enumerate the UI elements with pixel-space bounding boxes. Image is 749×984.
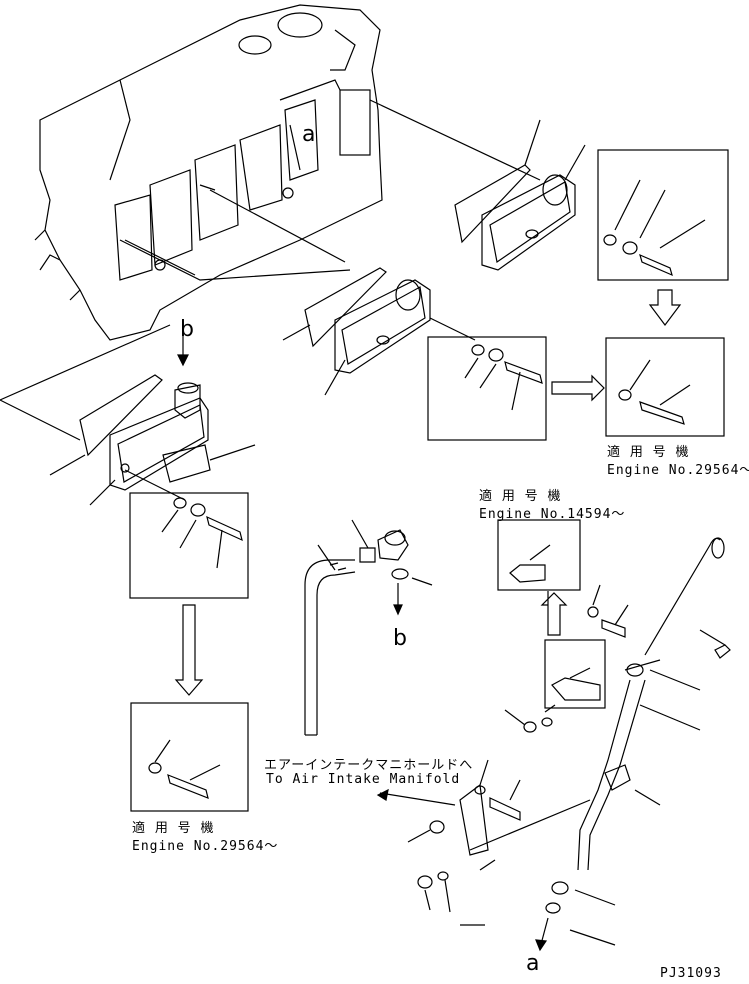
ref-line [124, 469, 186, 501]
detail-box [129, 492, 249, 599]
washer-bolt-set [618, 359, 691, 425]
air-intake-en: To Air Intake Manifold [266, 772, 461, 787]
bracket [509, 544, 551, 583]
engine-block [34, 4, 383, 341]
ref-line [124, 239, 196, 276]
detail-box [597, 149, 729, 281]
washer-bolt-set [161, 497, 243, 569]
detail-box [605, 337, 725, 437]
note-left-en: Engine No.29564〜 [132, 839, 279, 854]
detail-box [427, 336, 547, 441]
washer-bolt-set [504, 584, 629, 733]
breather-pipe [304, 519, 433, 736]
detail-box [544, 639, 606, 709]
note-right-en: Engine No.29564〜 [607, 463, 749, 478]
ref-line [369, 99, 541, 181]
washer-bolt-set [464, 344, 543, 411]
washer-bolt-set [603, 179, 706, 277]
callout-b-top: b [180, 317, 194, 342]
dipstick-guide [407, 537, 731, 952]
callout-a-top: a [302, 122, 316, 147]
arrow-down [648, 289, 682, 326]
callout-a-bottom: a [526, 951, 540, 976]
note-left-jp: 適 用 号 機 [132, 821, 215, 836]
ref-line [379, 792, 456, 806]
ref-line [429, 317, 476, 341]
arrow-down [174, 604, 204, 696]
note-mid-jp: 適 用 号 機 [479, 489, 562, 504]
arrow-up [540, 591, 568, 636]
note-mid-en: Engine No.14594〜 [479, 507, 626, 522]
air-intake-jp: エアーインテークマニホールドへ [264, 758, 474, 773]
detail-box [130, 702, 249, 812]
ref-line [209, 189, 346, 263]
bracket [551, 667, 601, 701]
arrow-head [376, 788, 389, 801]
side-cover-left [49, 322, 256, 506]
leader [289, 124, 301, 171]
washer-bolt-set [148, 739, 221, 799]
callout-b-mid: b [393, 626, 407, 651]
side-cover-middle [282, 267, 431, 396]
side-cover-right [454, 119, 586, 271]
part-code: PJ31093 [660, 966, 722, 981]
note-right-jp: 適 用 号 機 [607, 445, 690, 460]
arrow-right [551, 374, 605, 402]
ref-line [0, 324, 171, 441]
detail-box [497, 519, 581, 591]
